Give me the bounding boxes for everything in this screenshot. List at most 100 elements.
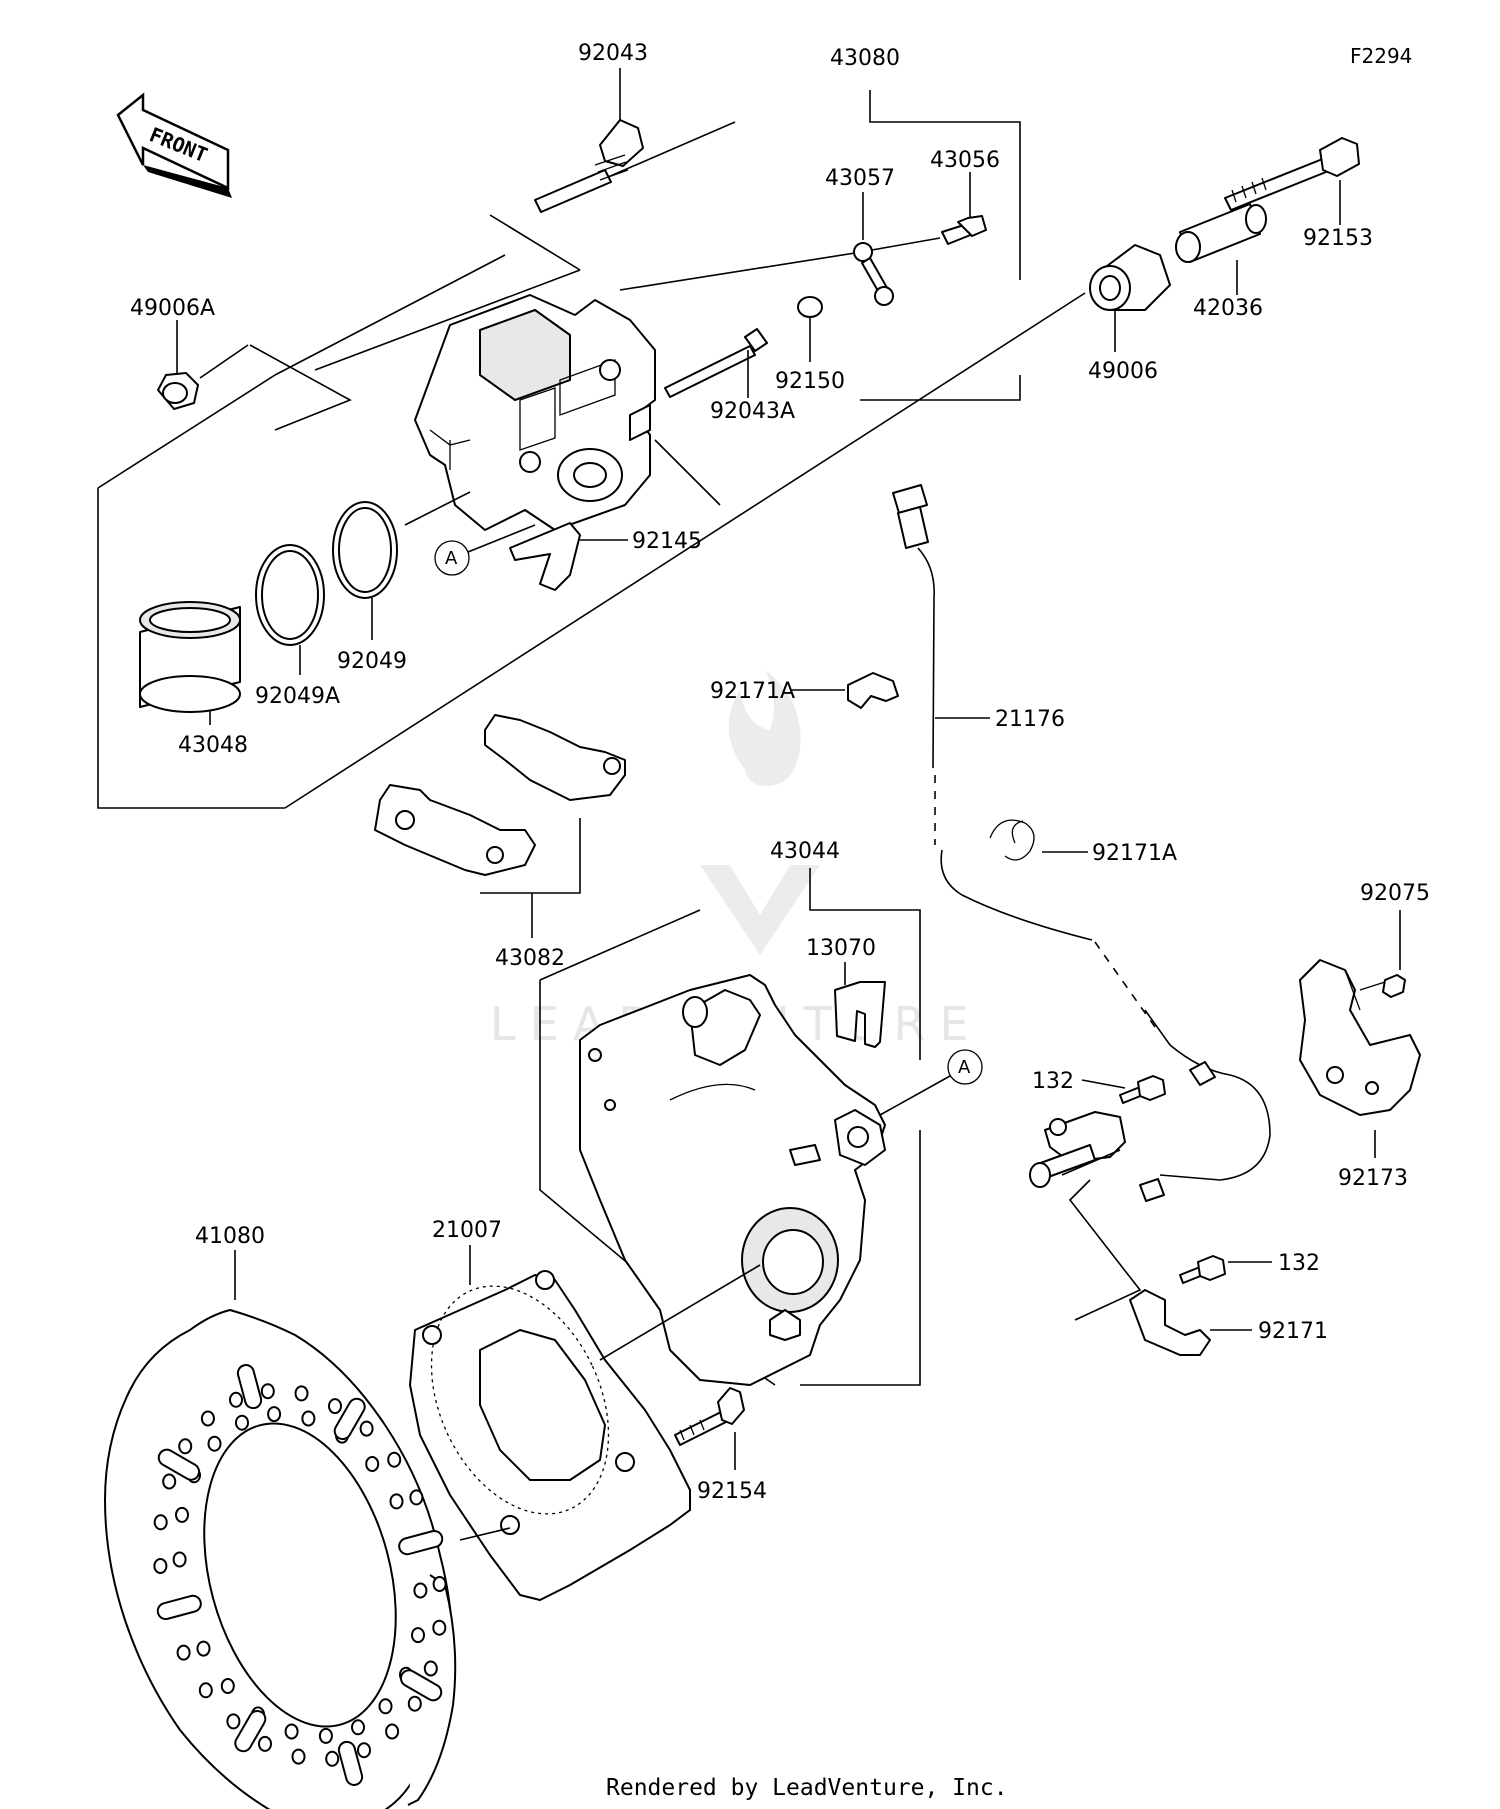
disc-hole [162,1473,177,1490]
disc-slot [398,1529,444,1556]
brake-pad-left [374,784,536,876]
disc-hole [407,1695,422,1712]
label-92171A-middle: 92171A [1092,841,1177,866]
bolt-132-lower [1179,1255,1226,1284]
label-21007: 21007 [432,1218,502,1243]
boot-49006A [157,372,199,410]
ref-A-bracket: A [958,1057,971,1078]
label-43056: 43056 [930,148,1000,173]
seal-92049 [332,501,398,599]
disc-hole [291,1748,306,1765]
disc-hole [172,1551,187,1568]
disc-hole [409,1489,424,1506]
disc-slot [236,1364,263,1410]
label-43080: 43080 [830,46,900,71]
disc-hole [432,1619,447,1636]
disc-hole [260,1383,275,1400]
abs-sensor-cable-21176 [892,484,1271,1202]
bolt-132-upper [1119,1075,1166,1104]
label-92075: 92075 [1360,881,1430,906]
brake-disc-41080 [104,1309,457,1809]
seal-92049A [255,544,325,646]
clip-92171 [1129,1289,1211,1356]
label-92171A-upper: 92171A [710,679,795,704]
disc-hole [301,1410,316,1427]
disc-hole [235,1414,249,1431]
front-arrow-icon: FRONT [116,92,232,198]
pin-92043A [664,328,768,398]
label-92153: 92153 [1303,226,1373,251]
sensor-guard-92173 [1299,959,1421,1116]
brake-caliper [414,294,656,531]
disc-hole [432,1576,447,1592]
disc-hole [153,1514,168,1531]
cap-92150 [797,296,823,318]
label-92171: 92171 [1258,1319,1328,1344]
disc-hole [378,1698,393,1715]
label-92049A: 92049A [255,684,340,709]
label-43048: 43048 [178,733,248,758]
bolt-92043 [534,119,644,213]
disc-hole [294,1385,309,1402]
label-43057: 43057 [825,166,895,191]
disc-slot [399,1669,443,1702]
disc-hole [196,1640,211,1657]
label-132-upper: 132 [1032,1069,1074,1094]
label-132-lower: 132 [1278,1251,1320,1276]
disc-hole [411,1627,425,1644]
label-49006: 49006 [1088,359,1158,384]
label-21176: 21176 [995,707,1065,732]
disc-hole [207,1435,222,1452]
label-92043A: 92043A [710,399,795,424]
label-13070: 13070 [806,936,876,961]
label-92154: 92154 [697,1479,767,1504]
disc-hole [198,1682,213,1699]
disc-hole [389,1493,404,1510]
bleeder-link-43057 [853,242,894,306]
sleeve-42036 [1175,203,1267,263]
label-92145: 92145 [632,529,702,554]
disc-hole [226,1713,241,1730]
label-92173: 92173 [1338,1166,1408,1191]
diagram-code: F2294 [1350,44,1412,68]
guide-13070 [834,981,886,1048]
spring-92145 [509,522,581,591]
disc-hole [365,1456,380,1472]
disc-slot [234,1709,267,1753]
disc-hole [284,1723,299,1740]
bolt-92153 [1224,137,1360,211]
clip-92171A-upper [847,672,899,709]
label-42036: 42036 [1193,296,1263,321]
disc-hole [423,1660,438,1677]
disc-hole [175,1506,189,1523]
label-92043: 92043 [578,41,648,66]
caliper-bracket [579,974,886,1386]
brake-pad-right [484,714,626,801]
boot-49006 [1089,244,1171,311]
disc-hole [385,1723,400,1740]
bolt-92154 [674,1387,745,1446]
disc-hole [387,1451,402,1468]
disc-hole [325,1750,340,1767]
ref-A-caliper: A [445,548,458,569]
disc-slot [333,1397,366,1441]
disc-slot [337,1740,364,1786]
label-41080: 41080 [195,1224,265,1249]
disc-hole [267,1406,282,1423]
label-43082: 43082 [495,946,565,971]
disc-hole [178,1438,193,1455]
disc-hole [258,1735,272,1752]
clip-92171A-middle [989,819,1035,861]
disc-hole [229,1391,243,1408]
disc-hole [220,1678,235,1694]
label-92049: 92049 [337,649,407,674]
disc-hole [351,1719,365,1736]
disc-hole [176,1644,191,1661]
disc-hole [357,1742,371,1759]
disc-holes [153,1364,447,1786]
disc-hole [413,1582,428,1599]
abs-sensor [1029,1111,1126,1188]
disc-slot [157,1448,201,1481]
label-49006A: 49006A [130,296,215,321]
